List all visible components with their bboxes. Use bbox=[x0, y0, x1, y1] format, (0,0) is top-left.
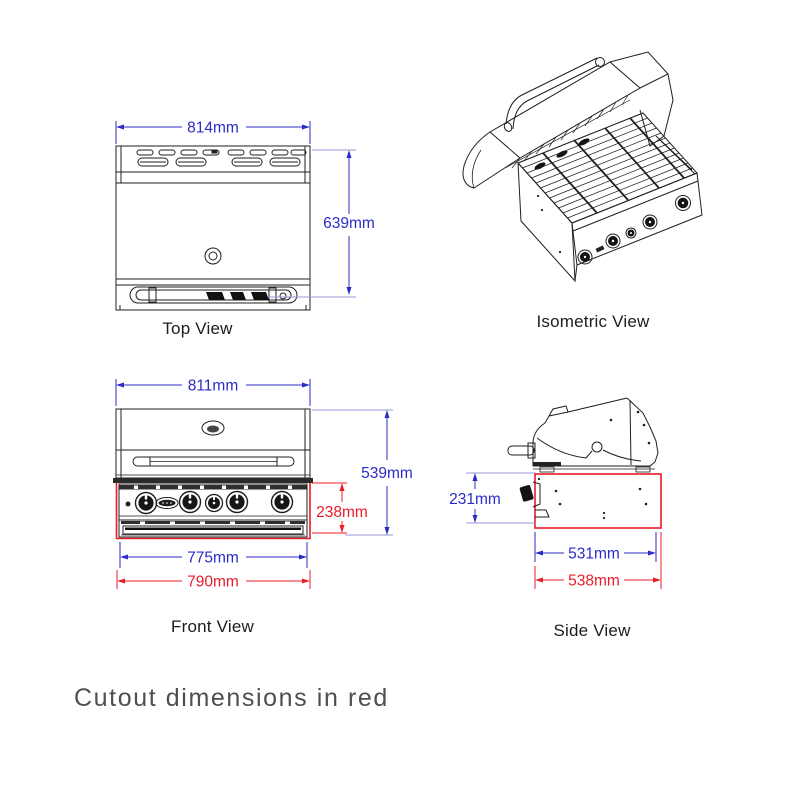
dimension-label-231: 231mm bbox=[449, 491, 501, 508]
dimension-label-538: 538mm bbox=[568, 573, 620, 590]
dimension-front-cutout-width bbox=[116, 570, 311, 589]
iso-hood bbox=[462, 51, 696, 189]
dimension-label-539: 539mm bbox=[361, 465, 413, 482]
front-cutout-outline bbox=[115, 483, 311, 540]
dimension-side-inner-depth bbox=[534, 532, 657, 562]
vent-slots-row1 bbox=[136, 149, 307, 156]
isometric-view-label: Isometric View bbox=[536, 312, 650, 331]
dimension-label-238: 238mm bbox=[316, 504, 368, 521]
cutout-note: Cutout dimensions in red bbox=[74, 684, 389, 712]
dimension-side-cutout-depth bbox=[534, 532, 662, 589]
dimension-label-811: 811mm bbox=[188, 378, 239, 395]
dimension-front-cutout-height bbox=[312, 482, 347, 534]
hood-bottom-strip bbox=[113, 478, 313, 483]
dimension-label-775: 775mm bbox=[187, 550, 239, 567]
ignition-light bbox=[125, 501, 131, 507]
side-view-label: Side View bbox=[553, 621, 631, 640]
dimension-side-cutout-height bbox=[466, 472, 536, 524]
side-hood bbox=[507, 397, 659, 473]
dimension-label-790: 790mm bbox=[187, 574, 239, 591]
vent-slots-row2 bbox=[137, 157, 301, 167]
iso-body bbox=[517, 161, 703, 283]
iso-grate bbox=[517, 112, 698, 224]
dimension-front-inner-width bbox=[119, 542, 308, 568]
dimension-label-814: 814mm bbox=[187, 120, 239, 137]
dimension-label-639: 639mm bbox=[323, 215, 375, 232]
front-drip-tray bbox=[118, 519, 308, 538]
iso-knobs bbox=[577, 195, 691, 265]
top-view-body bbox=[115, 145, 311, 311]
dimension-front-height bbox=[312, 409, 393, 536]
thermometer-top bbox=[204, 247, 222, 265]
brand-badge bbox=[155, 497, 179, 509]
side-view-drawing: 231mm 531mm 538mm bbox=[449, 397, 662, 590]
top-view-drawing: 814mm 639mm bbox=[115, 120, 375, 311]
isometric-view-drawing bbox=[462, 51, 703, 283]
side-handle bbox=[507, 445, 535, 456]
iso-hood-interior bbox=[504, 94, 631, 169]
side-cutout-outline bbox=[534, 473, 662, 529]
dimension-top-depth bbox=[268, 149, 356, 298]
front-view-label: Front View bbox=[171, 617, 254, 636]
side-knob bbox=[519, 485, 534, 502]
dimension-top-width bbox=[115, 121, 311, 144]
dimension-label-531: 531mm bbox=[568, 546, 620, 563]
dimension-front-width bbox=[115, 379, 311, 406]
front-lid bbox=[115, 408, 311, 479]
front-control-panel bbox=[118, 483, 308, 521]
top-view-handle bbox=[116, 278, 310, 310]
front-knobs bbox=[134, 490, 294, 515]
top-view-label: Top View bbox=[162, 319, 233, 338]
front-view-drawing: 811mm 539mm 238mm bbox=[113, 378, 413, 591]
side-body-details bbox=[519, 477, 648, 520]
